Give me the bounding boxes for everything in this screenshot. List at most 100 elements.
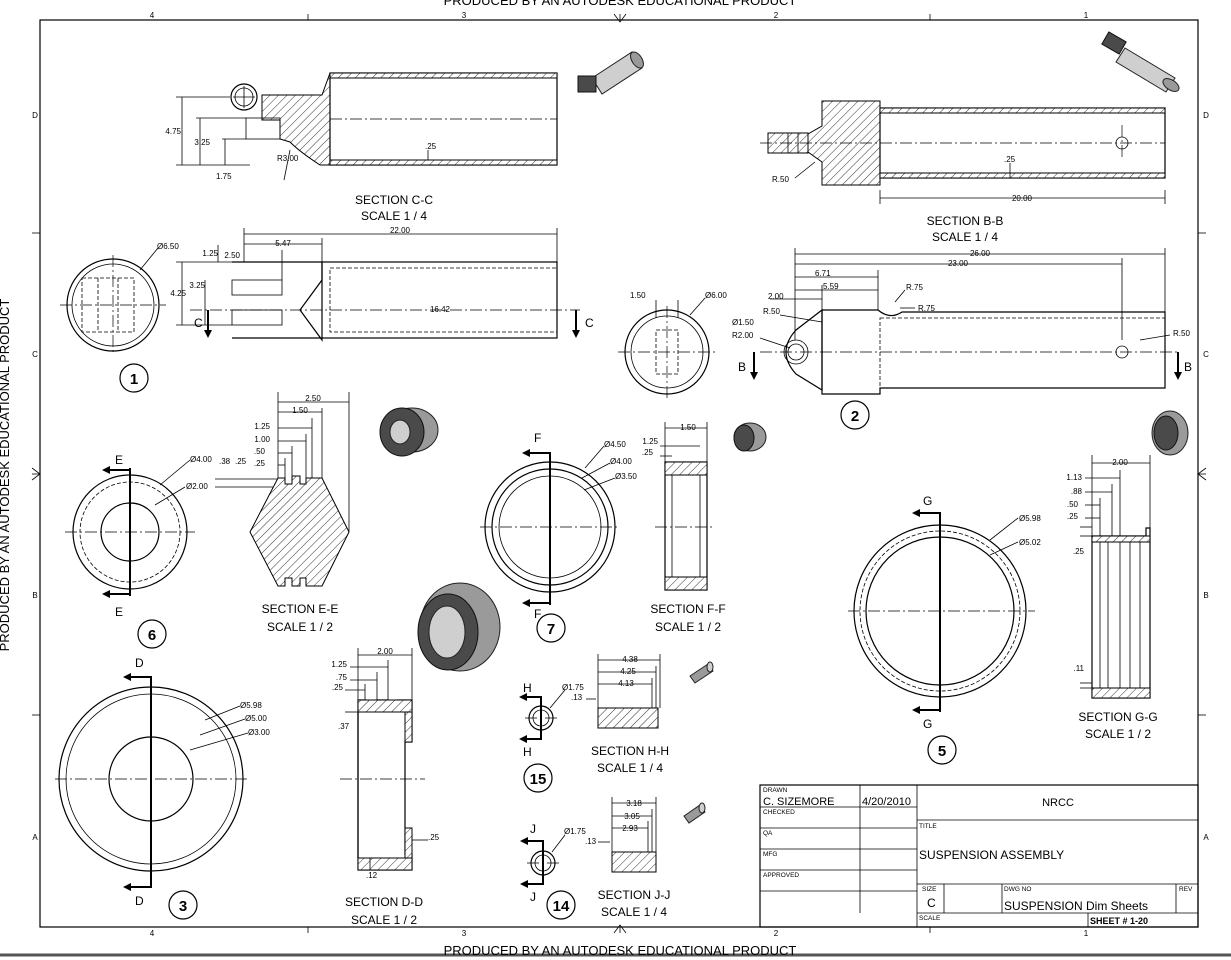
balloon-14: 14 [546, 890, 576, 920]
section-dd-scale: SCALE 1 / 2 [351, 913, 417, 927]
dim-p2-dia6: Ø6.00 [705, 291, 727, 300]
dim-dd-012: .12 [366, 871, 378, 880]
part-15-3d-thumbnail [689, 661, 714, 684]
dwg-no-label: DWG NO [1004, 886, 1031, 893]
dim-p15-013: .13 [571, 693, 583, 702]
dim-dd-025: .25 [332, 683, 344, 692]
approved-label: APPROVED [763, 872, 799, 879]
dim-bb-r050: R.50 [772, 175, 789, 184]
drawn-label: DRAWN [763, 787, 788, 794]
section-ee-scale: SCALE 1 / 2 [267, 620, 333, 634]
dim-cc-3-25: 3.25 [194, 138, 210, 147]
dim-p3-dia598: Ø5.98 [240, 701, 262, 710]
part-2-side-view: 26.00 23.00 6.71 2.00 5.59 R.75 R.75 R.5… [732, 248, 1192, 395]
dim-ee-150: 1.50 [292, 406, 308, 415]
cut-label-e-top: E [115, 453, 123, 467]
zone-row-a-right: A [1203, 833, 1209, 842]
part-2-3d-thumbnail [1101, 31, 1180, 93]
zone-row-d-left: D [32, 111, 38, 120]
dim-p2-559: 5.59 [823, 282, 839, 291]
cut-label-f-top: F [534, 431, 541, 445]
dim-p1-125: 1.25 [202, 249, 218, 258]
section-ff-view: 1.50 1.25 .25 SECTION F-F SCALE 1 / 2 [642, 422, 726, 634]
dim-p1-325: 3.25 [189, 281, 205, 290]
part-7-3d-thumbnail [733, 422, 767, 452]
dim-cc-r3: R3.00 [277, 154, 299, 163]
part-14-view: J J Ø1.75 .13 [520, 822, 610, 904]
dim-p6-038: .38 [219, 457, 231, 466]
zone-col-4-bottom: 4 [150, 929, 155, 938]
dim-bb-20: 20.00 [1012, 194, 1033, 203]
balloon-7-number: 7 [547, 621, 555, 638]
dim-p7-dia400: Ø4.00 [610, 457, 632, 466]
dim-hh-425: 4.25 [620, 667, 636, 676]
section-cc-view: 4.75 3.25 1.75 R3.00 .25 SECTION C-C SCA… [165, 72, 558, 223]
rev-label: REV [1179, 886, 1193, 893]
part-7-view: F F Ø4.50 Ø4.00 Ø3.50 [480, 431, 637, 621]
dim-gg-025b: .25 [1073, 547, 1085, 556]
section-dd-title: SECTION D-D [345, 895, 423, 909]
section-jj-scale: SCALE 1 / 4 [601, 905, 667, 919]
zone-col-3-bottom: 3 [462, 929, 467, 938]
dim-p2-r050b: R.50 [1173, 329, 1190, 338]
dim-p2-r075b: R.75 [918, 304, 935, 313]
company-name: NRCC [1042, 797, 1074, 809]
scale-label: SCALE [919, 915, 941, 922]
balloon-15-number: 15 [530, 771, 547, 788]
banner-top: PRODUCED BY AN AUTODESK EDUCATIONAL PROD… [444, 0, 797, 8]
balloon-6: 6 [137, 619, 167, 649]
balloon-1-number: 1 [130, 371, 138, 388]
zone-row-d-right: D [1203, 111, 1209, 120]
part-5-view: G G Ø5.98 Ø5.02 [848, 494, 1041, 731]
cut-label-h-top: H [523, 681, 532, 695]
dim-gg-011: .11 [1073, 664, 1084, 673]
dim-cc-1-75: 1.75 [216, 172, 232, 181]
size-label: SIZE [922, 886, 937, 893]
section-gg-view: 2.00 1.13 .88 .50 .25 .25 .11 SECTION G-… [1066, 455, 1158, 741]
part-6-view: E E Ø4.00 Ø2.00 .38 .25 [65, 453, 280, 619]
balloon-15: 15 [523, 763, 553, 793]
dim-p15-dia175: Ø1.75 [562, 683, 584, 692]
dim-gg-088: .88 [1071, 487, 1083, 496]
dim-cc-4-75: 4.75 [165, 127, 181, 136]
dim-p1-250: 2.50 [224, 251, 240, 260]
zone-col-1-top: 1 [1084, 11, 1089, 20]
section-bb-scale: SCALE 1 / 4 [932, 230, 998, 244]
educational-banners: PRODUCED BY AN AUTODESK EDUCATIONAL PROD… [0, 0, 796, 958]
cut-label-b-right: B [1184, 360, 1192, 374]
cut-label-j-top: J [530, 822, 536, 836]
part-1-side-view: 22.00 1.25 2.50 5.47 3.25 4.25 16.42 C C [170, 226, 594, 342]
dim-gg-200: 2.00 [1112, 458, 1128, 467]
dim-dd-037: .37 [338, 722, 350, 731]
dim-ff-025: .25 [642, 448, 654, 457]
sheet-size: C [927, 896, 936, 910]
dim-ee-025: .25 [254, 459, 266, 468]
section-hh-title: SECTION H-H [591, 744, 669, 758]
drawing-title: SUSPENSION ASSEMBLY [919, 848, 1064, 862]
dim-dd-200: 2.00 [377, 647, 393, 656]
balloon-1: 1 [119, 363, 149, 393]
dim-ee-125: 1.25 [254, 422, 270, 431]
dim-p2-r200: R2.00 [732, 331, 754, 340]
section-jj-view: 3.18 3.05 2.93 SECTION J-J SCALE 1 / 4 [598, 797, 670, 919]
zone-col-2-top: 2 [774, 11, 779, 20]
part-6-3d-thumbnail [379, 407, 439, 457]
dim-jj-293: 2.93 [622, 824, 638, 833]
dim-p2-dia150: Ø1.50 [732, 318, 754, 327]
section-cc-title: SECTION C-C [355, 193, 433, 207]
zone-row-c-right: C [1203, 350, 1209, 359]
part-1-3d-thumbnail [577, 51, 644, 95]
sheet-border [0, 13, 1231, 957]
sheet-number: SHEET # 1-20 [1090, 916, 1148, 926]
dim-dd-075: .75 [336, 673, 348, 682]
balloon-2-number: 2 [851, 408, 859, 425]
dim-p2-26: 26.00 [970, 249, 991, 258]
zone-col-1-bottom: 1 [1084, 929, 1089, 938]
qa-label: QA [763, 830, 773, 837]
section-cc-scale: SCALE 1 / 4 [361, 209, 427, 223]
section-ff-title: SECTION F-F [650, 602, 725, 616]
cut-label-g-bottom: G [923, 717, 932, 731]
dim-ee-100: 1.00 [254, 435, 270, 444]
balloon-3: 3 [168, 890, 198, 920]
